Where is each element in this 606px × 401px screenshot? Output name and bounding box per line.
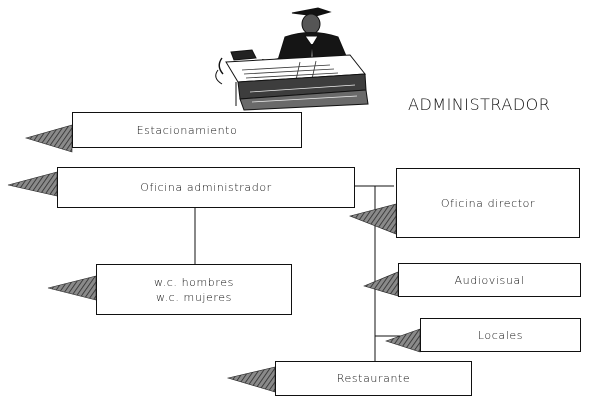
node-label: Oficina administrador: [140, 181, 272, 194]
node-label-wc-hombres: w.c. hombres: [154, 275, 234, 289]
node-label: Estacionamiento: [136, 123, 238, 137]
node-label: Oficina director: [440, 196, 536, 210]
node-wc: w.c. hombres w.c. mujeres: [96, 264, 292, 315]
node-label: Audiovisual: [454, 273, 525, 287]
node-label: Locales: [477, 328, 524, 342]
node-restaurante: Restaurante: [275, 361, 472, 396]
administrator-desk-icon: [215, 7, 369, 111]
node-locales: Locales: [420, 318, 581, 352]
node-estacionamiento: Estacionamiento: [72, 112, 302, 148]
shadow-wedges: [7, 124, 421, 393]
node-oficina-administrador: Oficina administrador: [57, 167, 355, 208]
diagram-title: ADMINISTRADOR: [408, 95, 551, 114]
node-oficina-director: Oficina director: [396, 168, 580, 238]
node-label: Restaurante: [336, 372, 411, 385]
node-audiovisual: Audiovisual: [398, 263, 581, 297]
node-label-wc-mujeres: w.c. mujeres: [155, 290, 232, 304]
